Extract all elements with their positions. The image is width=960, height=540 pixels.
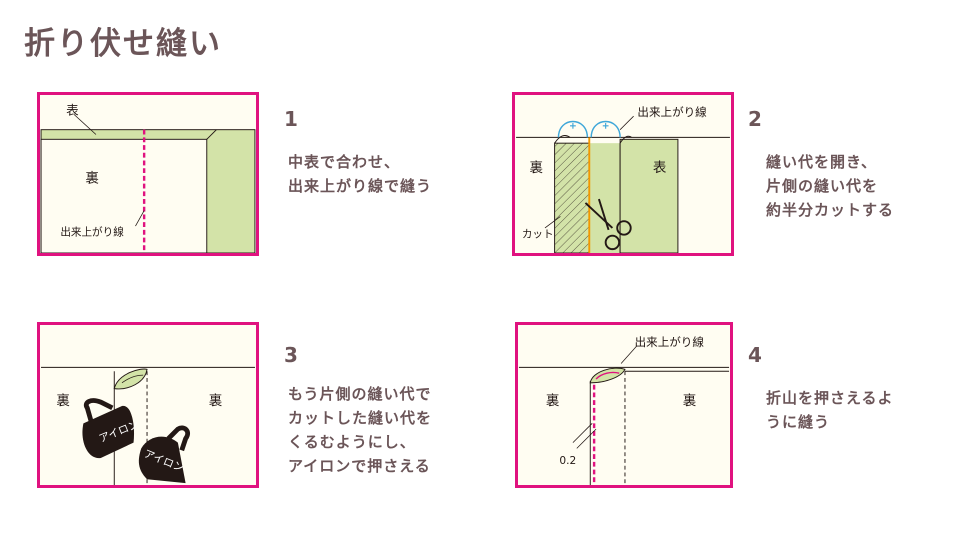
step1-diagram: 表 裏 出来上がり線	[37, 92, 259, 256]
step2-number: 2	[748, 107, 762, 131]
iron-icon: アイロン	[82, 398, 141, 459]
step2-back-label: 裏	[530, 160, 543, 176]
step4-finish-line-label: 出来上がり線	[635, 335, 705, 349]
step4-measure-label: 0.2	[559, 455, 576, 467]
step3-instruction: もう片側の縫い代で カットした縫い代を くるむようにし、 アイロンで押さえる	[288, 385, 433, 475]
step3-diagram: アイロン アイロン 裏 裏	[37, 322, 259, 488]
page-title: 折り伏せ縫い	[24, 26, 222, 62]
step4-illustration: 出来上がり線 裏 裏 0.2	[518, 335, 730, 485]
iron-icon: アイロン	[138, 425, 191, 484]
step2-finish-line-label: 出来上がり線	[637, 105, 707, 119]
step1-back-label: 裏	[85, 171, 98, 187]
step1-instruction: 中表で合わせ、 出来上がり線で縫う	[288, 153, 433, 195]
step2-front-label: 表	[653, 160, 667, 176]
step3-illustration: アイロン アイロン 裏 裏	[41, 366, 255, 485]
step3-back-right-label: 裏	[209, 393, 223, 409]
step1-front-label: 表	[66, 102, 79, 117]
step1-finish-line-label: 出来上がり線	[60, 226, 124, 239]
step3-number: 3	[284, 343, 298, 367]
step4-instruction: 折山を押さえるよ うに縫う	[766, 389, 894, 431]
step4-number: 4	[748, 343, 762, 367]
step1-number: 1	[284, 107, 298, 131]
step4-diagram: 出来上がり線 裏 裏 0.2	[515, 322, 733, 488]
step4-back-left-label: 裏	[546, 393, 560, 409]
step2-cut-label: カット	[522, 229, 554, 241]
step3-back-left-label: 裏	[56, 393, 70, 409]
step2-instruction: 縫い代を開き、 片側の縫い代を 約半分カットする	[766, 153, 895, 219]
step1-illustration: 表 裏 出来上がり線	[40, 102, 256, 253]
scissors-icon	[584, 198, 632, 251]
step2-diagram: 出来上がり線 裏 表 カット	[512, 92, 734, 256]
step2-illustration: 出来上がり線 裏 表 カット	[516, 105, 730, 253]
step4-back-right-label: 裏	[683, 393, 697, 409]
